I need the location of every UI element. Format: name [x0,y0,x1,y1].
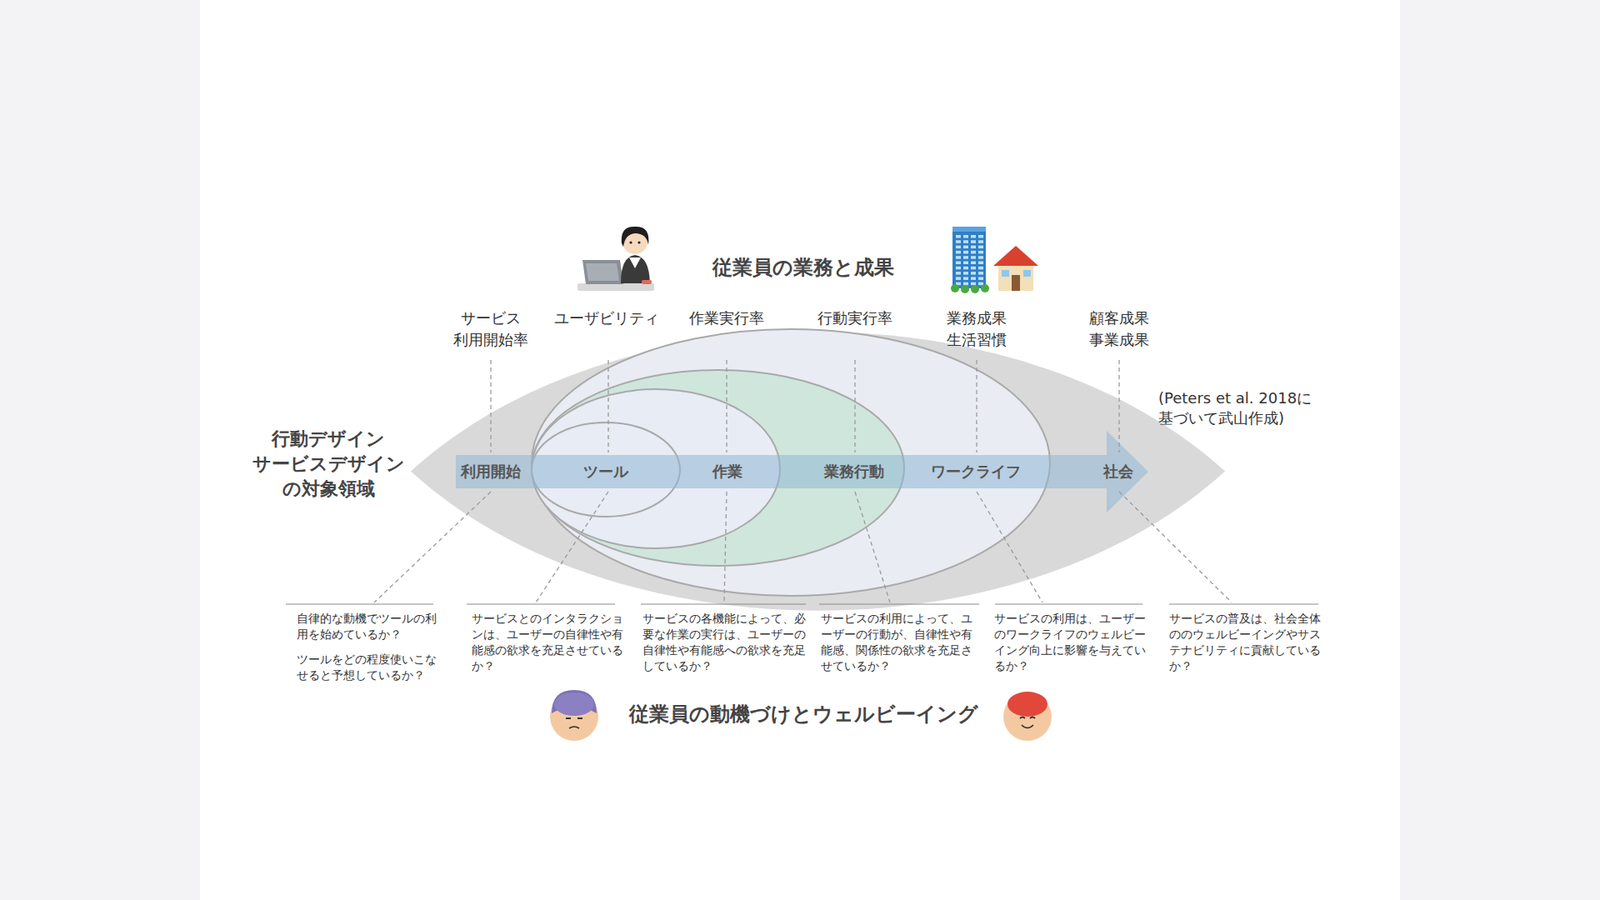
question-text: 自律的な動機でツールの利用を始めているか？ [296,610,447,643]
leader-line [374,491,491,603]
metric-label: 行動実行率 [817,307,893,330]
question-text: サービスの各機能によって、必要な作業の実行は、ユーザーの自律性や有能感への欲求を… [642,610,810,675]
office-house-icon [950,226,1039,294]
metric-label: 業務成果 生活習慣 [920,307,1034,351]
diagram-title: 従業員の業務と成果 [712,255,895,280]
question-text: サービスの普及は、社会全体ののウェルビーイングやサステナビリティに貢献しているか… [1169,610,1328,675]
region-label: 作業 [712,462,743,481]
section-heading: 従業員の動機づけとウェルビーイング [629,701,979,727]
worker-icon [577,226,655,291]
region-label: 社会 [1103,462,1134,481]
leader-line [725,360,727,453]
leader-line [976,491,1043,603]
rule-lines [285,604,1319,605]
rule-line [285,604,434,605]
leader-line [1119,491,1232,603]
leader-line [855,491,890,603]
rule-line [466,604,615,605]
stage-label: 利用開始 [460,462,521,481]
leader-line [854,360,855,453]
question-text: サービスとのインタラクションは、ユーザーの自律性や有能感の欲求を充足させているか… [471,610,630,675]
progress-arrow [455,430,1149,513]
leader-lines [374,360,1232,603]
rule-line [819,604,980,605]
region-label: ツール [583,462,629,481]
metric-label: サービス 利用開始率 [435,307,548,351]
tired-head-icon [550,690,599,741]
leader-line [975,360,977,453]
leader-line [724,491,727,603]
question-text: ツールをどの程度使いこなせると予想しているか？ [296,651,447,684]
leader-line [535,491,609,603]
region-label: ワークライフ [930,462,1021,481]
leader-line [1118,360,1120,453]
metric-label: 作業実行率 [689,307,765,330]
work-behavior-ellipse: 業務行動 作業 ツール [530,369,905,567]
question-text: サービスの利用によって、ユーザーの行動が、自律性や有能感、関係性の欲求を充足させ… [820,610,980,675]
metric-label: 顧客成果 事業成果 [1063,307,1176,351]
leader-line [490,360,491,453]
side-heading: 行動デザイン サービスデザイン の対象領域 [249,426,407,502]
metric-label: ユーザビリティ [554,307,660,330]
leader-line [607,360,609,453]
rule-line [1169,604,1319,605]
question-text: サービスの利用は、ユーザーのワークライフのウェルビーイング向上に影響を与えている… [994,610,1150,675]
page-panel [200,0,1400,900]
happy-head-icon [1003,691,1052,741]
rule-line [995,604,1143,605]
citation-note: (Peters et al. 2018に 基づいて武山作成) [1158,388,1338,429]
rule-line [640,604,806,605]
region-label: 業務行動 [824,462,885,481]
